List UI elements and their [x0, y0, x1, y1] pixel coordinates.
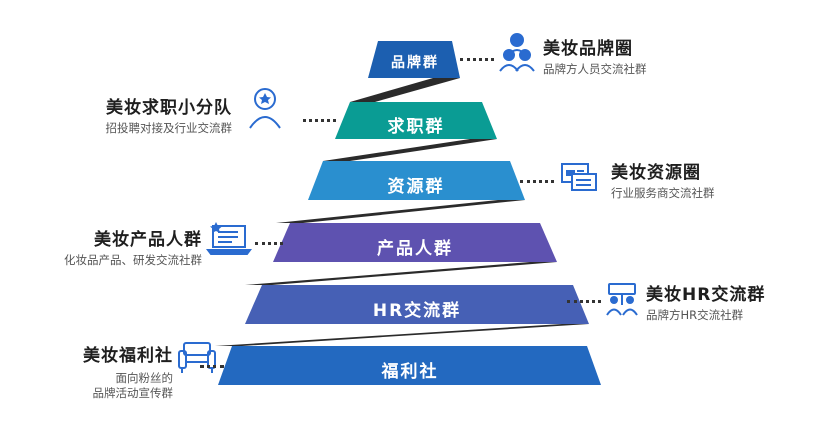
connector-hr	[567, 300, 601, 303]
tier-label-resource: 资源群	[387, 177, 445, 197]
callout-job-title: 美妆求职小分队	[106, 98, 232, 118]
zigzag-ribbon	[276, 200, 525, 223]
meeting-icon	[606, 283, 638, 316]
tier-label-product: 产品人群	[377, 239, 453, 259]
callout-welfare-title: 美妆福利社	[83, 346, 173, 366]
callout-hr: 美妆HR交流群 品牌方HR交流社群	[646, 280, 765, 323]
callout-hr-sub: 品牌方HR交流社群	[646, 308, 744, 322]
callout-job: 美妆求职小分队 招投聘对接及行业交流群	[106, 93, 233, 136]
person-badge-icon	[249, 88, 281, 129]
callout-brand-sub: 品牌方人员交流社群	[543, 62, 647, 76]
tier-resource	[308, 161, 525, 200]
callout-product: 美妆产品人群 化妆品产品、研发交流社群	[64, 225, 202, 268]
callout-product-sub: 化妆品产品、研发交流社群	[64, 253, 202, 267]
zigzag-ribbon	[323, 139, 497, 161]
documents-icon	[561, 163, 597, 191]
zigzag-ribbon	[215, 324, 589, 346]
connector-welfare	[200, 365, 224, 368]
callout-resource-title: 美妆资源圈	[611, 163, 701, 183]
connector-product	[255, 242, 283, 245]
callout-resource: 美妆资源圈 行业服务商交流社群	[611, 158, 715, 201]
tier-job	[335, 102, 497, 139]
tier-product	[273, 223, 557, 262]
connector-resource	[520, 180, 554, 183]
zigzag-ribbon	[350, 78, 460, 102]
connector-job	[303, 119, 336, 122]
tier-label-brand: 品牌群	[391, 55, 439, 71]
zigzag-ribbon	[245, 262, 557, 285]
callout-welfare: 美妆福利社 面向粉丝的 品牌活动宣传群	[83, 341, 173, 401]
callout-welfare-sub-2: 品牌活动宣传群	[92, 386, 174, 400]
callout-job-sub: 招投聘对接及行业交流群	[105, 121, 233, 135]
connector-brand	[460, 58, 494, 61]
tier-label-hr: HR交流群	[372, 301, 462, 321]
tier-label-welfare: 福利社	[381, 362, 439, 382]
callout-brand-title: 美妆品牌圈	[543, 39, 633, 59]
callout-welfare-sub-1: 面向粉丝的	[115, 371, 174, 385]
callout-product-title: 美妆产品人群	[94, 230, 202, 250]
tier-hr	[245, 285, 589, 324]
tier-brand	[368, 41, 460, 78]
callout-brand: 美妆品牌圈 品牌方人员交流社群	[543, 34, 647, 77]
callout-resource-sub: 行业服务商交流社群	[611, 186, 715, 200]
laptop-icon	[206, 222, 252, 255]
callout-hr-title: 美妆HR交流群	[646, 285, 766, 305]
tier-label-job: 求职群	[387, 117, 445, 137]
people-group-icon	[499, 33, 535, 72]
tier-welfare	[218, 346, 601, 385]
sofa-icon	[178, 342, 216, 373]
